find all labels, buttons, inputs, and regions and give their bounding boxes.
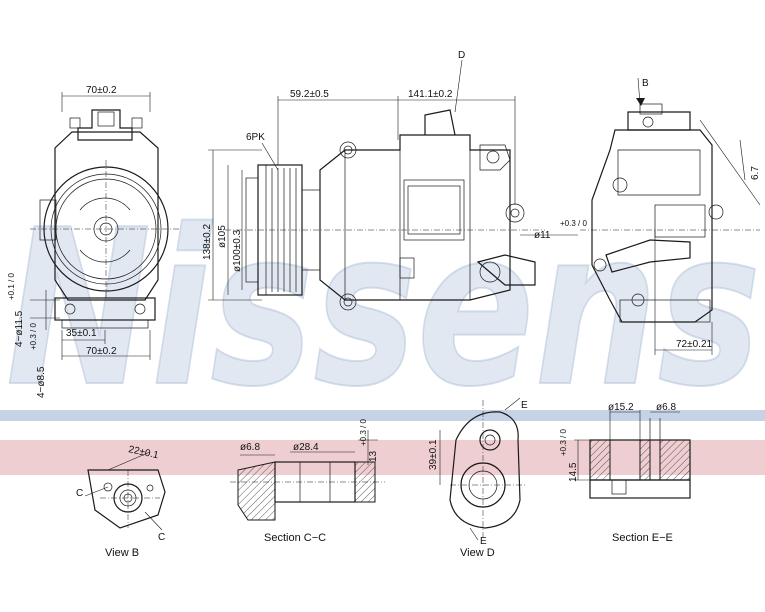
marker-e-bottom: E [480,536,487,547]
dim-side-59: 59.2±0.5 [290,89,329,100]
caption-view-b: View B [105,547,139,559]
marker-c-right: C [158,532,165,543]
dim-sece-152: ø15.2 [608,402,634,413]
dim-belt-6pk: 6PK [246,132,265,143]
dim-side-105: ø105 [217,225,228,248]
dim-rear-72: 72±0.21 [676,339,713,350]
dim-front-offset: 35±0.1 [66,328,97,339]
watermark-brand: Nissens [6,183,761,434]
dim-front-hole2-tol: +0.3 / 0 [29,323,38,350]
dim-sece-68: ø6.8 [656,402,676,413]
dim-sece-145: 14.5 [568,462,579,482]
marker-b: B [642,78,649,89]
marker-c-left: C [76,488,83,499]
side-view: 59.2±0.5 141.1±0.2 D 6PK 138±0.2 ø105 ø1… [202,50,587,311]
rear-view: B 6.7 72±0.21 [580,77,761,355]
dim-side-hole-tol: +0.3 / 0 [560,219,587,228]
dim-side-138: 138±0.2 [202,223,213,260]
dim-side-hole: ø11 [534,230,551,241]
watermark-stripe-blue [0,410,765,421]
watermark-stripe-red [0,440,765,475]
dim-front-hole-tol: +0.1 / 0 [7,273,16,300]
dim-viewd-39: 39±0.1 [428,439,439,470]
dim-front-top-width: 70±0.2 [86,85,117,96]
section-ee: ø15.2 ø6.8 14.5 +0.3 / 0 Section E−E [559,402,691,544]
dim-front-bottom-width: 70±0.2 [86,346,117,357]
caption-section-ee: Section E−E [612,532,673,544]
dim-front-hole-dia: 4−ø11.5 [14,310,25,347]
dim-front-hole-dia2: 4−ø8.5 [36,366,47,398]
dim-secc-68: ø6.8 [240,442,260,453]
section-cc: ø6.8 ø28.4 13 +0.3 / 0 Section C−C [230,419,385,544]
dim-secc-13-tol: +0.3 / 0 [359,419,368,446]
view-d: 39±0.1 E E View D [428,397,528,559]
dim-rear-67: 6.7 [750,166,761,180]
front-view: 70±0.2 35±0.1 70±0.2 4−ø11.5 +0.1 / 0 4−… [7,85,180,398]
caption-section-cc: Section C−C [264,532,326,544]
dim-side-100: ø100±0.3 [232,229,243,272]
marker-d: D [458,50,465,61]
view-b: 22±0.1 C C View B [76,444,166,559]
dim-secc-13: 13 [368,450,379,462]
dim-secc-284: ø28.4 [293,442,319,453]
marker-e-top: E [521,400,528,411]
watermark: Nissens [0,182,765,475]
dim-sece-145-tol: +0.3 / 0 [559,429,568,456]
dim-side-141: 141.1±0.2 [408,89,453,100]
caption-view-d: View D [460,547,495,559]
